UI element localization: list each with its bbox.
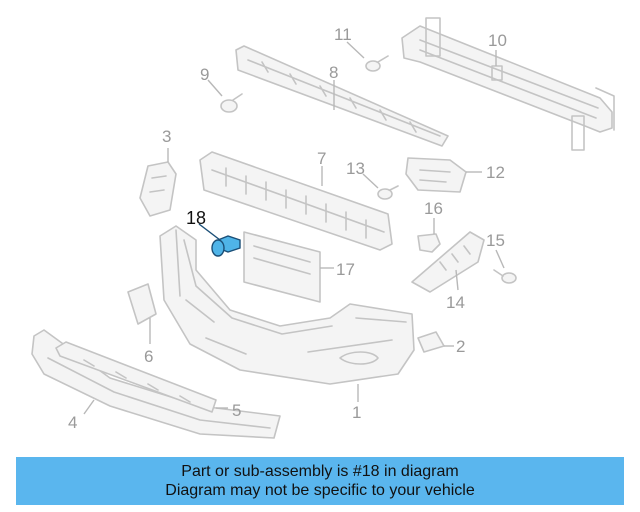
leader-lines bbox=[83, 41, 505, 415]
part-18-screw-highlighted bbox=[198, 223, 241, 257]
callout-14: 14 bbox=[446, 293, 465, 312]
callout-10: 10 bbox=[488, 31, 507, 50]
part-11-bolt bbox=[365, 55, 389, 72]
callout-6: 6 bbox=[144, 347, 153, 366]
callout-11: 11 bbox=[334, 25, 352, 44]
part-3-side-bracket bbox=[139, 161, 177, 217]
callout-15: 15 bbox=[486, 231, 505, 250]
callout-9: 9 bbox=[200, 65, 209, 84]
callout-7: 7 bbox=[317, 149, 326, 168]
callout-16: 16 bbox=[424, 199, 443, 218]
callout-labels: 11 10 9 8 3 7 13 12 16 18 15 17 14 2 6 1… bbox=[68, 25, 507, 432]
callout-2: 2 bbox=[456, 337, 465, 356]
part-6-tow-cover bbox=[127, 283, 157, 325]
part-10-reinforcement-bar bbox=[401, 17, 615, 151]
part-13-bolt bbox=[377, 185, 399, 200]
part-16-nut bbox=[417, 233, 441, 253]
callout-12: 12 bbox=[486, 163, 505, 182]
callout-4: 4 bbox=[68, 413, 77, 432]
part-1-bumper-cover bbox=[159, 225, 415, 385]
callout-3: 3 bbox=[162, 127, 171, 146]
part-5-lower-strip bbox=[55, 341, 217, 413]
part-17-license-plate-bracket bbox=[243, 231, 321, 303]
part-15-bolt bbox=[493, 269, 517, 284]
part-12-bracket bbox=[405, 157, 467, 193]
part-7-energy-absorber bbox=[199, 151, 393, 251]
part-9-bolt bbox=[220, 93, 243, 113]
callout-17: 17 bbox=[336, 260, 355, 279]
banner-line-2: Diagram may not be specific to your vehi… bbox=[165, 482, 475, 499]
part-14-bracket bbox=[411, 231, 485, 293]
part-2-insert bbox=[417, 331, 445, 353]
callout-1: 1 bbox=[352, 403, 361, 422]
part-8-upper-strip bbox=[235, 45, 449, 147]
parts-diagram: 11 10 9 8 3 7 13 12 16 18 15 17 14 2 6 1… bbox=[31, 17, 615, 439]
callout-18: 18 bbox=[186, 208, 206, 228]
banner-line-1: Part or sub-assembly is #18 in diagram bbox=[181, 463, 459, 480]
callout-13: 13 bbox=[346, 159, 365, 178]
callout-8: 8 bbox=[329, 63, 338, 82]
callout-5: 5 bbox=[232, 401, 241, 420]
info-banner: Part or sub-assembly is #18 in diagram D… bbox=[16, 457, 624, 505]
